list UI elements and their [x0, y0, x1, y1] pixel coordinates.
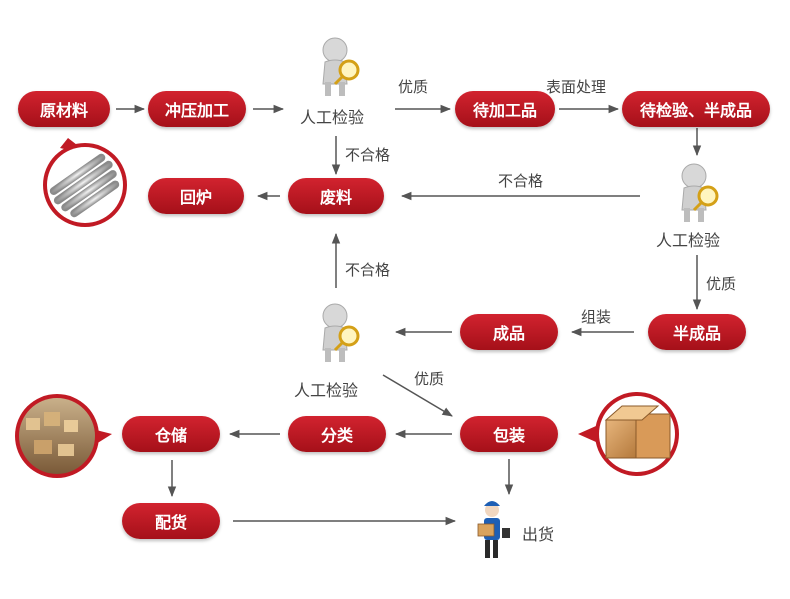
- node-raw-material: 原材料: [18, 91, 110, 127]
- inspector-icon-1: [322, 37, 360, 96]
- edge-label-quality-3: 优质: [414, 370, 445, 388]
- edge-label-quality-1: 优质: [398, 78, 429, 96]
- edge-label-quality-2: 优质: [706, 275, 737, 293]
- node-scrap: 废料: [288, 178, 384, 214]
- node-inspect-2: 人工检验: [656, 231, 721, 250]
- edge-label-assembly: 组装: [581, 308, 612, 326]
- edge-label-reject-3: 不合格: [345, 261, 391, 279]
- node-remelt: 回炉: [148, 178, 244, 214]
- node-stamping: 冲压加工: [148, 91, 246, 127]
- arrow-inspect3-to-packing: [382, 374, 453, 417]
- inspector-icon-2: [681, 163, 719, 222]
- courier-icon: [477, 501, 510, 558]
- arrows: [116, 104, 702, 526]
- boxes-image: [578, 392, 679, 476]
- node-inspect-3: 人工检验: [294, 381, 359, 400]
- inspector-icon-3: [322, 303, 360, 362]
- node-semi-to-inspect: 待检验、半成品: [622, 91, 770, 127]
- node-inspect-1: 人工检验: [300, 108, 365, 127]
- node-semi-finished: 半成品: [648, 314, 746, 350]
- node-distribution: 配货: [122, 503, 220, 539]
- node-shipping: 出货: [522, 525, 555, 544]
- edge-label-reject-2: 不合格: [498, 172, 544, 190]
- node-sorting: 分类: [288, 416, 386, 452]
- steel-rods-image: [43, 138, 127, 227]
- edge-label-surface-treatment: 表面处理: [546, 78, 607, 96]
- node-finished: 成品: [460, 314, 558, 350]
- warehouse-image: [15, 394, 112, 478]
- node-packing: 包装: [460, 416, 558, 452]
- edge-label-reject-1: 不合格: [345, 146, 391, 164]
- node-warehouse: 仓储: [122, 416, 220, 452]
- node-to-process: 待加工品: [455, 91, 555, 127]
